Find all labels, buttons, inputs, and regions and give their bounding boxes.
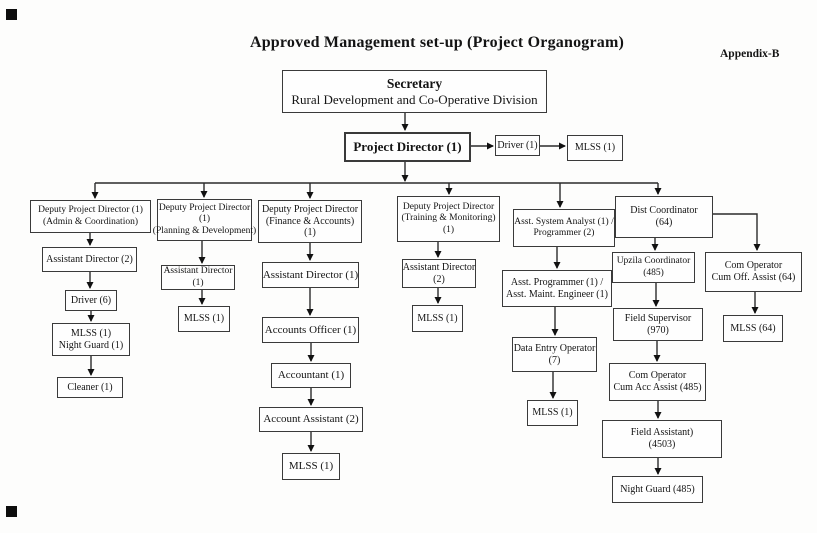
node-label: (1) bbox=[442, 224, 455, 235]
node-label: Night Guard (1) bbox=[58, 339, 124, 351]
node-label: Upzila Coordinator bbox=[616, 256, 691, 267]
node-pd-driver: Driver (1) bbox=[495, 135, 540, 156]
node-label: (485) bbox=[643, 267, 664, 278]
node-label: Cleaner (1) bbox=[67, 381, 113, 393]
scan-artifact-top bbox=[6, 9, 17, 20]
node-label: (7) bbox=[548, 354, 561, 366]
node-label: (1) bbox=[198, 214, 211, 225]
node-label: Asst. Programmer (1) / bbox=[510, 276, 604, 288]
node-label: Data Entry Operator bbox=[513, 342, 596, 354]
node-label: (1) bbox=[192, 277, 204, 288]
node-label: Dist Coordinator bbox=[630, 205, 698, 217]
scan-artifact-bottom bbox=[6, 506, 17, 517]
node-dpd-finance: Deputy Project Director (Finance & Accou… bbox=[258, 200, 362, 243]
node-field-assistant: Field Assistant) (4503) bbox=[602, 420, 722, 458]
node-label: Com Operator bbox=[628, 370, 687, 382]
node-label: MLSS (64) bbox=[730, 322, 776, 334]
node-mlss-64: MLSS (64) bbox=[723, 315, 783, 342]
node-label: Secretary bbox=[386, 75, 443, 91]
node-asst-programmer: Asst. Programmer (1) / Asst. Maint. Engi… bbox=[502, 270, 612, 307]
node-planning-mlss: MLSS (1) bbox=[178, 306, 230, 332]
node-label: Night Guard (485) bbox=[620, 483, 695, 495]
node-label: Com Operator bbox=[724, 260, 783, 272]
node-com-operator-cum-off-assist: Com Operator Cum Off. Assist (64) bbox=[705, 252, 802, 292]
node-label: Driver (1) bbox=[497, 139, 538, 151]
node-asst-system-analyst: Asst. System Analyst (1) / Programmer (2… bbox=[513, 209, 615, 247]
node-training-mlss: MLSS (1) bbox=[412, 305, 463, 332]
node-it-mlss: MLSS (1) bbox=[527, 400, 578, 426]
node-label: MLSS (1) bbox=[532, 407, 573, 419]
appendix-label: Appendix-B bbox=[720, 48, 780, 60]
node-upzila-coordinator: Upzila Coordinator (485) bbox=[612, 252, 695, 283]
node-label: Assistant Director (1) bbox=[262, 268, 359, 281]
node-label: (Admin & Coordination) bbox=[43, 216, 138, 227]
node-label: (970) bbox=[647, 324, 669, 336]
node-label: Deputy Project Director bbox=[402, 202, 495, 213]
node-dpd-admin: Deputy Project Director (1) (Admin & Coo… bbox=[30, 200, 151, 233]
node-label: Asst. System Analyst (1) / bbox=[514, 216, 614, 227]
node-pd-mlss: MLSS (1) bbox=[567, 135, 623, 161]
node-label: (2) bbox=[433, 273, 445, 285]
node-admin-cleaner: Cleaner (1) bbox=[57, 377, 123, 398]
node-label: Deputy Project Director bbox=[158, 203, 251, 214]
node-dpd-planning: Deputy Project Director (1) (Planning & … bbox=[153, 199, 256, 241]
node-label: MLSS (1) bbox=[183, 313, 225, 325]
node-label: (64) bbox=[655, 217, 673, 228]
node-data-entry-operator: Data Entry Operator (7) bbox=[512, 337, 597, 372]
node-secretary: Secretary Rural Development and Co-Opera… bbox=[282, 70, 547, 113]
node-label: Accountant (1) bbox=[277, 369, 345, 382]
node-label: Driver (6) bbox=[70, 294, 112, 306]
node-admin-driver: Driver (6) bbox=[65, 290, 117, 311]
node-label: Field Assistant) bbox=[630, 427, 694, 439]
node-label: Cum Acc Assist (485) bbox=[613, 382, 702, 393]
node-label: MLSS (1) bbox=[288, 460, 334, 473]
node-label: (Finance & Accounts) bbox=[265, 215, 355, 227]
node-finance-assistant-director: Assistant Director (1) bbox=[262, 262, 359, 288]
node-label: (Planning & Development) bbox=[152, 225, 257, 236]
node-label: Field Supervisor bbox=[624, 312, 692, 324]
node-label: Deputy Project Director bbox=[261, 203, 359, 215]
node-dpd-training: Deputy Project Director (Training & Moni… bbox=[397, 196, 500, 242]
node-account-assistant: Account Assistant (2) bbox=[259, 407, 363, 432]
node-dist-coordinator: Dist Coordinator (64) bbox=[615, 196, 713, 238]
node-label: Accounts Officer (1) bbox=[264, 323, 357, 336]
node-planning-assistant-director: Assistant Director (1) bbox=[161, 265, 235, 290]
node-label: Asst. Maint. Engineer (1) bbox=[506, 288, 608, 300]
page-title: Approved Management set-up (Project Orga… bbox=[249, 34, 625, 51]
node-label: Cum Off. Assist (64) bbox=[711, 272, 796, 283]
node-label: MLSS (1) bbox=[70, 327, 112, 339]
node-label: Assistant Director bbox=[402, 261, 476, 273]
node-training-assistant-director: Assistant Director (2) bbox=[402, 259, 476, 288]
node-accounts-officer: Accounts Officer (1) bbox=[262, 317, 359, 343]
node-label: Account Assistant (2) bbox=[263, 413, 359, 426]
node-label: Project Director (1) bbox=[353, 139, 462, 155]
node-label: Deputy Project Director (1) bbox=[38, 205, 143, 216]
node-project-director: Project Director (1) bbox=[344, 132, 471, 162]
node-night-guard: Night Guard (485) bbox=[612, 476, 703, 503]
node-label: (Training & Monitoring) bbox=[401, 213, 496, 224]
node-field-supervisor: Field Supervisor (970) bbox=[613, 308, 703, 341]
node-accountant: Accountant (1) bbox=[271, 363, 351, 388]
node-label: Programmer (2) bbox=[533, 228, 595, 238]
node-label: Assistant Director bbox=[163, 266, 233, 277]
node-com-operator-cum-acc-assist: Com Operator Cum Acc Assist (485) bbox=[609, 363, 706, 401]
node-label: (1) bbox=[304, 227, 316, 239]
node-label: (4503) bbox=[648, 439, 676, 450]
node-admin-mlss-night-guard: MLSS (1) Night Guard (1) bbox=[52, 323, 130, 356]
node-label: Rural Development and Co-Operative Divis… bbox=[291, 91, 538, 107]
node-label: MLSS (1) bbox=[574, 142, 616, 154]
node-finance-mlss: MLSS (1) bbox=[282, 453, 340, 480]
node-admin-assistant-director: Assistant Director (2) bbox=[42, 247, 137, 272]
node-label: MLSS (1) bbox=[417, 312, 458, 324]
node-label: Assistant Director (2) bbox=[46, 253, 133, 265]
